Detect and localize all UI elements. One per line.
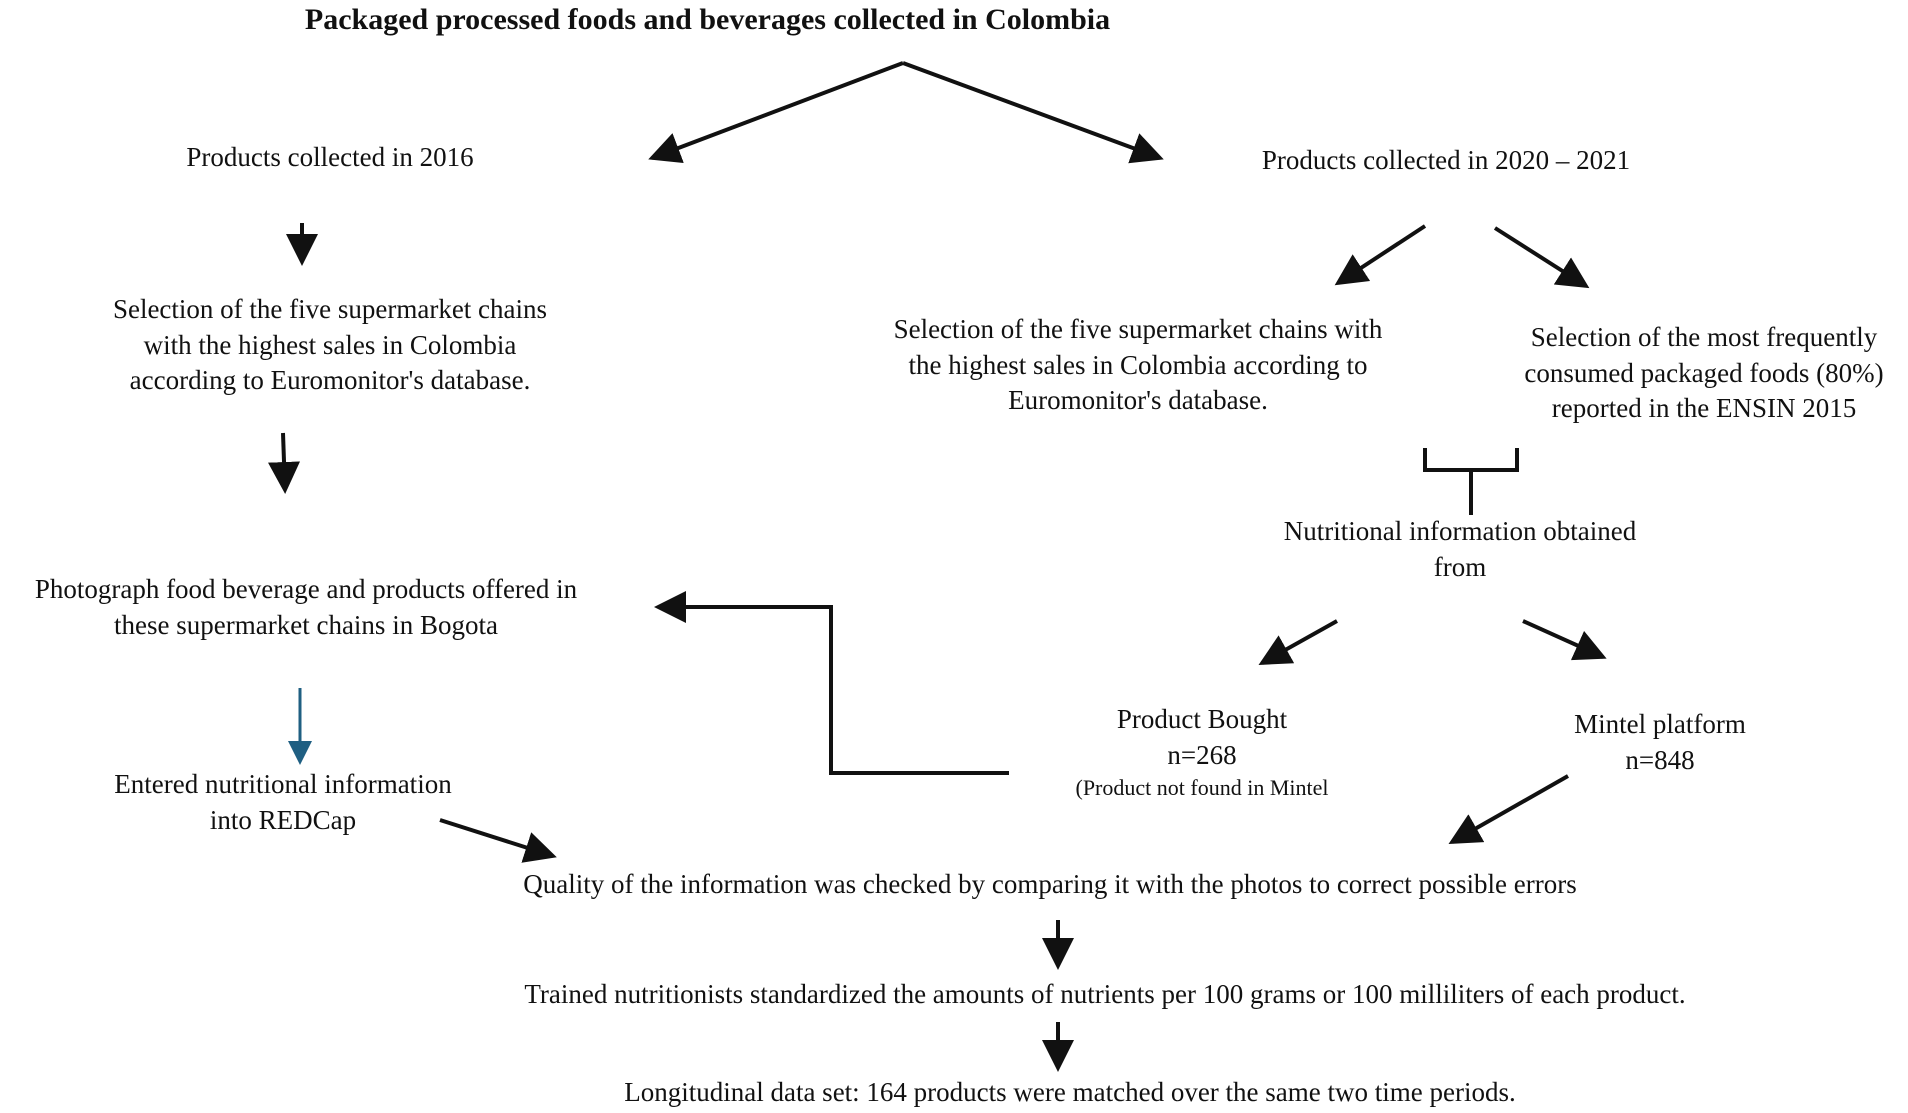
products-2020-node: Products collected in 2020 – 2021 xyxy=(1261,145,1631,175)
arrow-selection-to-photograph xyxy=(268,432,301,494)
left-selection-line-2: with the highest sales in Colombia xyxy=(143,329,517,360)
mintel-label: Mintel platform xyxy=(1574,709,1746,739)
redcap-node: Entered nutritional information into RED… xyxy=(83,767,483,838)
arrow-title-to-2016 xyxy=(648,61,904,164)
right-chains-line-3: Euromonitor's database. xyxy=(1008,385,1268,416)
arrow-mintel-to-quality xyxy=(1448,774,1569,844)
photograph-node: Photograph food beverage and products of… xyxy=(0,572,612,643)
photograph-line-2: these supermarket chains in Bogota xyxy=(114,609,498,640)
nutritional-info-node: Nutritional information obtained from xyxy=(1240,514,1680,585)
right-chains-node: Selection of the five supermarket chains… xyxy=(833,312,1443,419)
product-bought-label: Product Bought xyxy=(1116,704,1288,734)
arrow-nutri-to-mintel xyxy=(1522,619,1607,661)
right-foods-line-3: reported in the ENSIN 2015 xyxy=(1551,393,1857,424)
brace-join xyxy=(1423,448,1519,515)
standardized-node: Trained nutritionists standardized the a… xyxy=(524,979,1686,1009)
left-selection-line-1: Selection of the five supermarket chains xyxy=(112,294,548,324)
mintel-node: Mintel platform n=848 xyxy=(1510,707,1810,778)
products-2016-node: Products collected in 2016 xyxy=(186,142,474,172)
mintel-count: n=848 xyxy=(1625,744,1695,775)
arrow-bought-to-photograph xyxy=(654,591,1009,775)
redcap-line-1: Entered nutritional information xyxy=(114,769,452,799)
redcap-line-2: into REDCap xyxy=(209,804,357,835)
product-bought-note: (Product not found in Mintel xyxy=(1075,775,1329,801)
quality-check-node: Quality of the information was checked b… xyxy=(523,869,1577,899)
product-bought-count: n=268 xyxy=(1167,739,1237,770)
right-foods-line-1: Selection of the most frequently xyxy=(1530,322,1878,352)
diagram-title: Packaged processed foods and beverages c… xyxy=(304,3,1111,36)
right-foods-line-2: consumed packaged foods (80%) xyxy=(1524,357,1884,388)
longitudinal-node: Longitudinal data set: 164 products were… xyxy=(624,1077,1516,1107)
nutritional-info-line-2: from xyxy=(1433,551,1487,582)
arrow-2020-to-foods xyxy=(1493,226,1590,289)
arrow-title-to-2020 xyxy=(902,61,1164,164)
product-bought-node: Product Bought n=268 (Product not found … xyxy=(1012,702,1392,802)
photograph-line-1: Photograph food beverage and products of… xyxy=(34,574,578,604)
right-foods-node: Selection of the most frequently consume… xyxy=(1490,320,1908,427)
right-chains-line-2: the highest sales in Colombia according … xyxy=(908,349,1368,380)
arrow-redcap-to-quality xyxy=(439,818,557,863)
right-chains-line-1: Selection of the five supermarket chains… xyxy=(893,314,1383,344)
arrow-nutri-to-bought xyxy=(1258,619,1338,665)
arrow-2020-to-chains xyxy=(1334,224,1427,286)
left-selection-line-3: according to Euromonitor's database. xyxy=(129,365,531,396)
left-selection-node: Selection of the five supermarket chains… xyxy=(40,292,620,399)
nutritional-info-line-1: Nutritional information obtained xyxy=(1283,516,1637,546)
